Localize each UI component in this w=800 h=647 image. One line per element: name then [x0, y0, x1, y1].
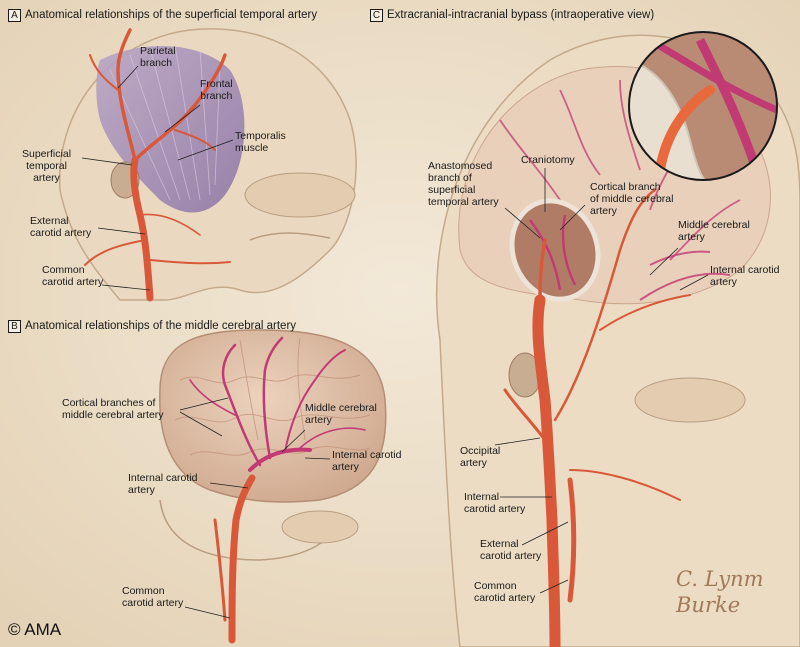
- panel-c-exposed-mca: [529, 214, 577, 291]
- label-frontal-branch: Frontal branch: [200, 78, 233, 102]
- label-common-carotid-b: Common carotid artery: [122, 585, 184, 609]
- copyright-notice: © AMA: [8, 620, 62, 639]
- panel-c-eye-socket: [634, 377, 746, 423]
- label-external-carotid-a: External carotid artery: [30, 215, 92, 239]
- label-common-carotid-c: Common carotid artery: [474, 580, 536, 604]
- panel-c-arteries: [503, 188, 691, 647]
- label-internal-carotid-c-right: Internal carotid artery: [710, 264, 780, 288]
- panel-a-letter: A: [8, 9, 21, 22]
- panel-c-deep-mca: [639, 250, 731, 301]
- label-craniotomy: Craniotomy: [521, 154, 575, 166]
- label-middle-cerebral-c: Middle cerebral artery: [678, 219, 750, 243]
- label-middle-cerebral-b: Middle cerebral artery: [305, 402, 377, 426]
- label-occipital-artery: Occipital artery: [460, 445, 501, 469]
- panel-b-title: B Anatomical relationships of the middle …: [8, 320, 296, 333]
- panel-b-carotid: [213, 474, 256, 644]
- label-internal-carotid-c: Internal carotid artery: [464, 491, 526, 515]
- panel-a-leaders: [81, 65, 234, 291]
- label-parietal-branch: Parietal branch: [140, 45, 176, 69]
- panel-a-arteries: [84, 28, 231, 302]
- label-temporalis-muscle: Temporalis muscle: [235, 130, 286, 154]
- label-external-carotid-c: External carotid artery: [480, 538, 542, 562]
- panel-b-mca-vessels: [189, 336, 366, 472]
- panel-b-title-text: Anatomical relationships of the middle c…: [25, 320, 297, 332]
- panel-b-letter: B: [8, 320, 21, 333]
- panel-a-muscle-fibers: [109, 44, 221, 201]
- panel-a-cheek-line: [249, 232, 331, 241]
- panel-b-eye-socket: [281, 510, 359, 544]
- label-superficial-temporal-artery: Superficial temporal artery: [22, 148, 72, 184]
- panel-c-leaders: [494, 168, 709, 594]
- panel-c-artwork: [435, 31, 800, 647]
- panel-a-artwork: [59, 28, 357, 302]
- label-common-carotid-a: Common carotid artery: [42, 264, 104, 288]
- panel-a-eye-socket: [244, 172, 356, 218]
- label-cortical-branch-c: Cortical branch of middle cerebral arter…: [590, 181, 674, 217]
- panel-c-magnified-inset: [628, 31, 778, 181]
- label-internal-carotid-b-left: Internal carotid artery: [128, 472, 198, 496]
- panel-c-letter: C: [370, 9, 383, 22]
- panel-a-title-text: Anatomical relationships of the superfic…: [25, 9, 318, 21]
- panel-b-artwork: [159, 329, 387, 644]
- panel-c-title: C Extracranial-intracranial bypass (intra…: [370, 9, 654, 22]
- panel-b-leaders: [179, 397, 331, 619]
- panel-c-title-text: Extracranial-intracranial bypass (intrao…: [387, 9, 655, 21]
- label-cortical-branches: Cortical branches of middle cerebral art…: [62, 397, 164, 421]
- panel-a-title: A Anatomical relationships of the superfi…: [8, 9, 317, 22]
- label-internal-carotid-b-right: Internal carotid artery: [332, 449, 402, 473]
- artist-signature: C. Lynm Burke: [676, 567, 764, 617]
- label-anastomosed-branch: Anastomosed branch of superficial tempor…: [428, 160, 499, 208]
